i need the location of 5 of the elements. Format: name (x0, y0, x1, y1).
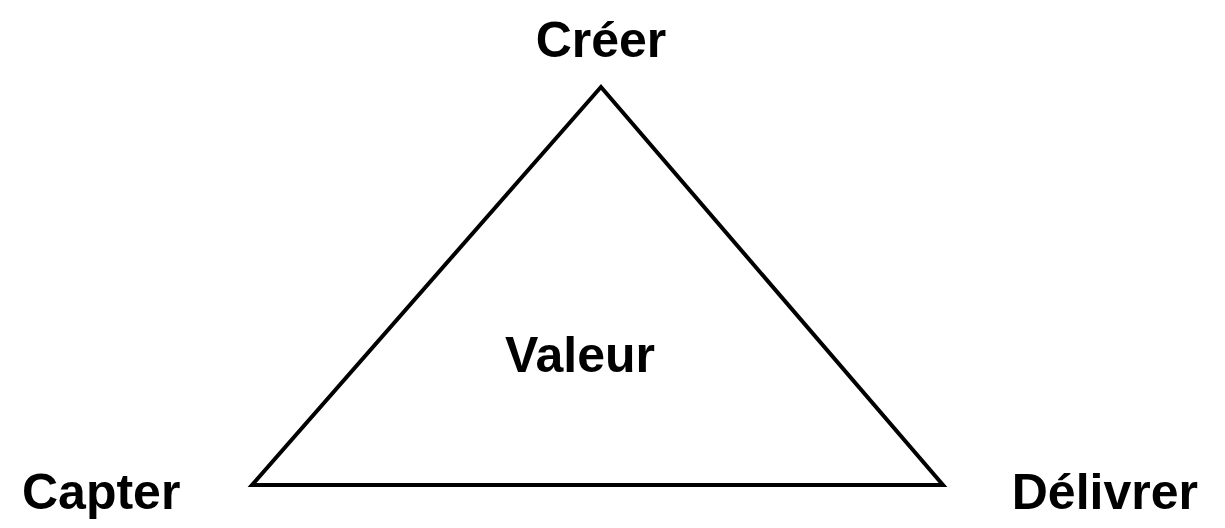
triangle-shape (247, 83, 948, 487)
center-label: Valeur (504, 330, 656, 380)
vertex-label: Créer (535, 15, 667, 65)
vertex-label: Délivrer (1011, 467, 1198, 517)
vertex-label: Capter (22, 467, 181, 517)
